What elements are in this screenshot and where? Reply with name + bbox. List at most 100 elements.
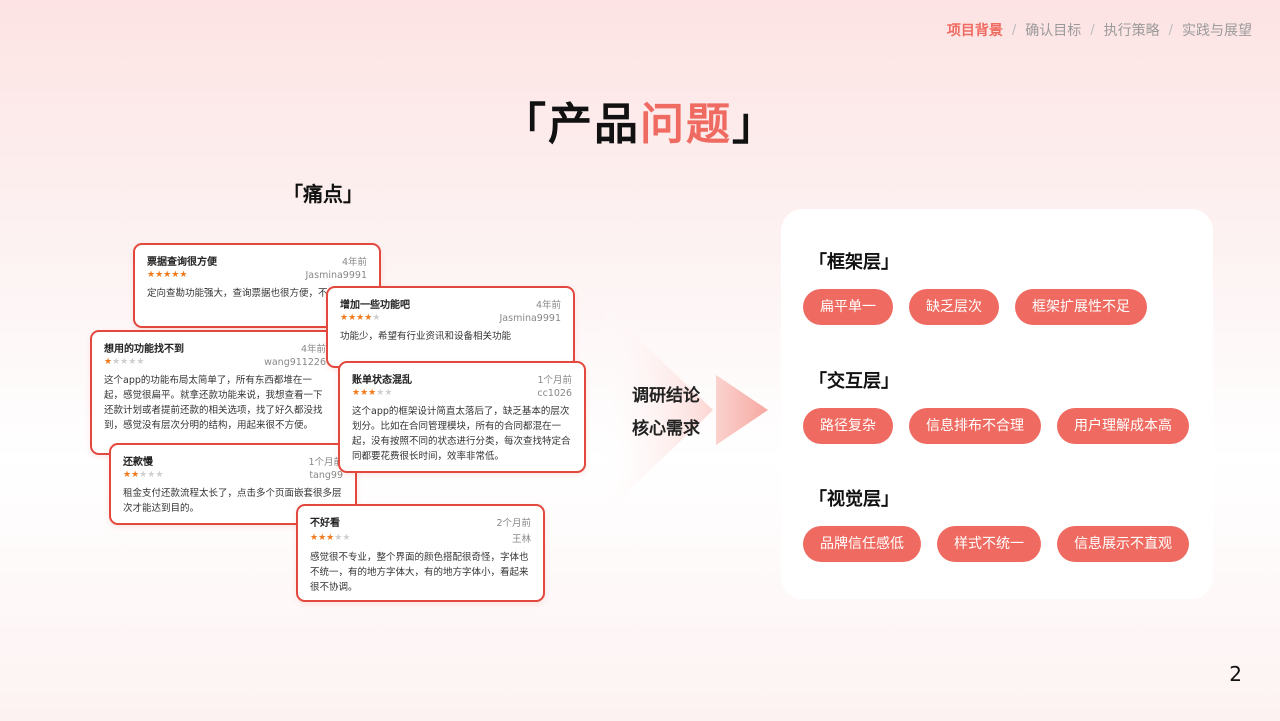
problem-tag: 品牌信任感低 (803, 526, 921, 562)
star-icon: ★ (376, 388, 385, 398)
interaction-tags: 路径复杂 信息排布不合理 用户理解成本高 (803, 408, 1205, 444)
review-title: 增加一些功能吧 (340, 300, 410, 311)
review-card: 增加一些功能吧 4年前 ★★★★★ Jasmina9991 功能少，希望有行业资… (326, 286, 575, 368)
nav-item-project-background[interactable]: 项目背景 (946, 23, 1003, 39)
star-icon: ★ (372, 313, 381, 323)
problem-tag: 样式不统一 (937, 526, 1041, 562)
star-icon: ★ (364, 313, 373, 323)
star-icon: ★ (384, 388, 393, 398)
nav-item-practice-outlook[interactable]: 实践与展望 (1182, 23, 1252, 39)
review-card: 想用的功能找不到 4年前 ★★★★★ wang911226 这个app的功能布局… (90, 330, 340, 455)
problem-tag: 用户理解成本高 (1057, 408, 1189, 444)
review-title: 账单状态混乱 (352, 375, 412, 386)
review-user: Jasmina9991 (305, 270, 368, 281)
review-time: 2个月前 (496, 518, 531, 529)
review-body: 功能少，希望有行业资讯和设备相关功能 (340, 331, 512, 342)
layer-title-interaction: 「交互层」 (809, 371, 899, 392)
review-time: 4年前 (341, 257, 367, 268)
problem-tag: 路径复杂 (803, 408, 893, 444)
review-user: cc1026 (537, 388, 572, 399)
star-icon: ★ (147, 470, 156, 480)
star-icon: ★ (342, 532, 351, 543)
star-icon: ★ (155, 470, 164, 480)
page-title: 「产品问题」 (0, 88, 1280, 152)
title-part: 产品 (548, 99, 640, 150)
problem-tag: 信息展示不直观 (1057, 526, 1189, 562)
star-rating: ★★★★★ (310, 533, 350, 544)
review-title: 想用的功能找不到 (104, 344, 184, 355)
review-time: 1个月前 (308, 457, 343, 468)
problem-layers-panel: 「框架层」 扁平单一 缺乏层次 框架扩展性不足 「交互层」 路径复杂 信息排布不… (781, 209, 1213, 599)
conclusion-line: 核心需求 (632, 419, 700, 439)
star-rating: ★★★★★ (123, 470, 163, 481)
review-body: 定向查勘功能强大，查询票据也很方便，不错！ (147, 288, 347, 299)
star-icon: ★ (104, 357, 113, 367)
layer-title-framework: 「框架层」 (809, 252, 899, 273)
review-card: 账单状态混乱 1个月前 ★★★★★ cc1026 这个app的框架设计简直太落后… (338, 361, 586, 473)
pain-points-heading: 「痛点」 (283, 182, 363, 206)
star-rating: ★★★★★ (340, 313, 380, 324)
top-nav: 项目背景 / 确认目标 / 执行策略 / 实践与展望 (947, 20, 1252, 40)
star-icon: ★ (136, 357, 145, 367)
nav-item-confirm-goals[interactable]: 确认目标 (1025, 23, 1082, 39)
review-time: 4年前 (300, 344, 326, 355)
review-title: 不好看 (310, 518, 340, 529)
star-icon: ★ (147, 270, 156, 280)
star-icon: ★ (131, 470, 140, 480)
review-user: wang911226 (264, 357, 326, 368)
nav-separator: / (1011, 22, 1017, 38)
review-title: 票据查询很方便 (147, 257, 217, 268)
review-time: 4年前 (535, 300, 561, 311)
review-card: 票据查询很方便 4年前 ★★★★★ Jasmina9991 定向查勘功能强大，查… (133, 243, 381, 328)
star-icon: ★ (348, 313, 357, 323)
title-bracket-close: 」 (732, 99, 778, 150)
review-time: 1个月前 (537, 375, 572, 386)
star-icon: ★ (179, 270, 188, 280)
arrow-graphic (598, 300, 778, 520)
visual-tags: 品牌信任感低 样式不统一 信息展示不直观 (803, 526, 1205, 562)
star-icon: ★ (120, 357, 129, 367)
review-body: 这个app的框架设计简直太落后了，缺乏基本的层次划分。比如在合同管理模块，所有的… (352, 406, 571, 462)
nav-item-execution-strategy[interactable]: 执行策略 (1103, 23, 1160, 39)
star-icon: ★ (352, 388, 361, 398)
star-icon: ★ (155, 270, 164, 280)
star-icon: ★ (139, 470, 148, 480)
star-icon: ★ (128, 357, 137, 367)
star-rating: ★★★★★ (352, 388, 392, 399)
nav-separator: / (1168, 22, 1173, 38)
star-icon: ★ (360, 388, 369, 398)
title-highlight: 问题 (640, 99, 732, 150)
star-icon: ★ (112, 357, 121, 367)
research-conclusion: 调研结论 核心需求 (632, 380, 700, 446)
conclusion-line: 调研结论 (632, 386, 700, 406)
star-icon: ★ (318, 532, 327, 543)
star-icon: ★ (356, 313, 365, 323)
review-body: 租金支付还款流程太长了，点击多个页面嵌套很多层次才能达到目的。 (123, 488, 342, 514)
nav-separator: / (1090, 22, 1095, 38)
problem-tag: 框架扩展性不足 (1015, 289, 1147, 325)
star-icon: ★ (368, 388, 377, 398)
star-icon: ★ (123, 470, 132, 480)
right-arrow-icon (598, 300, 768, 520)
review-title: 还款慢 (123, 457, 153, 468)
review-user: 王林 (511, 534, 531, 545)
framework-tags: 扁平单一 缺乏层次 框架扩展性不足 (803, 289, 1163, 325)
star-icon: ★ (163, 270, 172, 280)
problem-tag: 扁平单一 (803, 289, 893, 325)
review-card: 不好看 2个月前 ★★★★★ 王林 感觉很不专业，整个界面的颜色搭配很奇怪，字体… (296, 504, 545, 602)
page-number: 2 (1229, 662, 1242, 686)
star-icon: ★ (171, 270, 180, 280)
review-user: tang99 (309, 470, 343, 481)
star-icon: ★ (310, 532, 319, 543)
star-rating: ★★★★★ (104, 357, 144, 368)
problem-tag: 信息排布不合理 (909, 408, 1041, 444)
star-icon: ★ (334, 532, 343, 543)
review-user: Jasmina9991 (499, 313, 562, 324)
star-icon: ★ (326, 532, 335, 543)
star-rating: ★★★★★ (147, 270, 187, 281)
star-icon: ★ (340, 313, 349, 323)
review-body: 感觉很不专业，整个界面的颜色搭配很奇怪，字体也不统一，有的地方字体大，有的地方字… (310, 552, 529, 593)
layer-title-visual: 「视觉层」 (809, 489, 899, 510)
title-bracket-open: 「 (502, 99, 548, 150)
review-body: 这个app的功能布局太简单了，所有东西都堆在一起，感觉很扁平。就拿还款功能来说，… (104, 375, 323, 431)
